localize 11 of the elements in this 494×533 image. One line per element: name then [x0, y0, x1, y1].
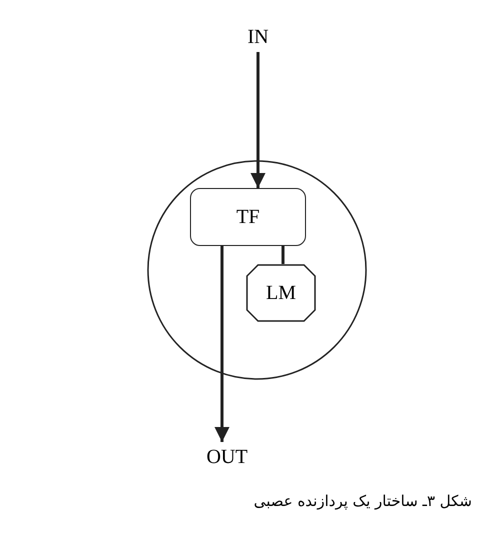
node-label: LM [266, 282, 296, 304]
connector-line [282, 246, 284, 264]
tf-box [190, 188, 306, 246]
connector-line [214, 246, 230, 442]
figure-caption: شکل ۳ـ ساختار یک پردازنده عصبی [254, 492, 472, 510]
node-label: OUT [206, 446, 248, 468]
connector-line [250, 52, 266, 188]
node-label: IN [247, 26, 269, 48]
node-label: TF [236, 206, 260, 228]
lm-octagon [246, 264, 316, 322]
processor-circle [147, 160, 367, 380]
